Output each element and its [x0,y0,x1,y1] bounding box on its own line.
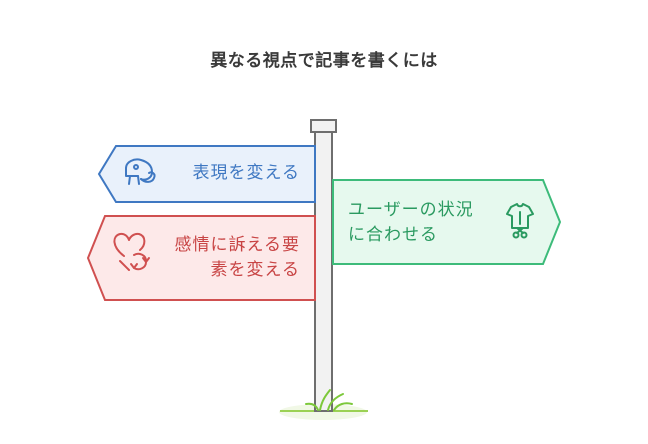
sign-user-situation-line1: ユーザーの状況 [348,200,474,220]
sign-user-situation [332,179,562,265]
sign-emotional-appeal [86,215,316,301]
sign-emotional-appeal-line2: 素を変える [210,260,300,280]
sign-user-situation-line2: に合わせる [348,225,438,245]
sign-change-expression-line1: 表現を変える [192,163,300,183]
sign-change-expression-label: 表現を変える [150,161,300,186]
sign-user-situation-label: ユーザーの状況 に合わせる [348,198,498,248]
sign-change-expression [97,145,316,203]
signpost-pole [314,129,333,412]
sign-emotional-appeal-label: 感情に訴える要 素を変える [130,233,300,283]
chameleon-icon [125,158,156,185]
diagram-title: 異なる視点で記事を書くには [210,51,438,71]
grass-icon [305,389,353,411]
sign-emotional-appeal-line1: 感情に訴える要 [174,235,300,255]
tailored-shirt-icon [506,203,534,239]
signpost-cap [310,119,337,133]
heart-refresh-icon [113,232,150,271]
